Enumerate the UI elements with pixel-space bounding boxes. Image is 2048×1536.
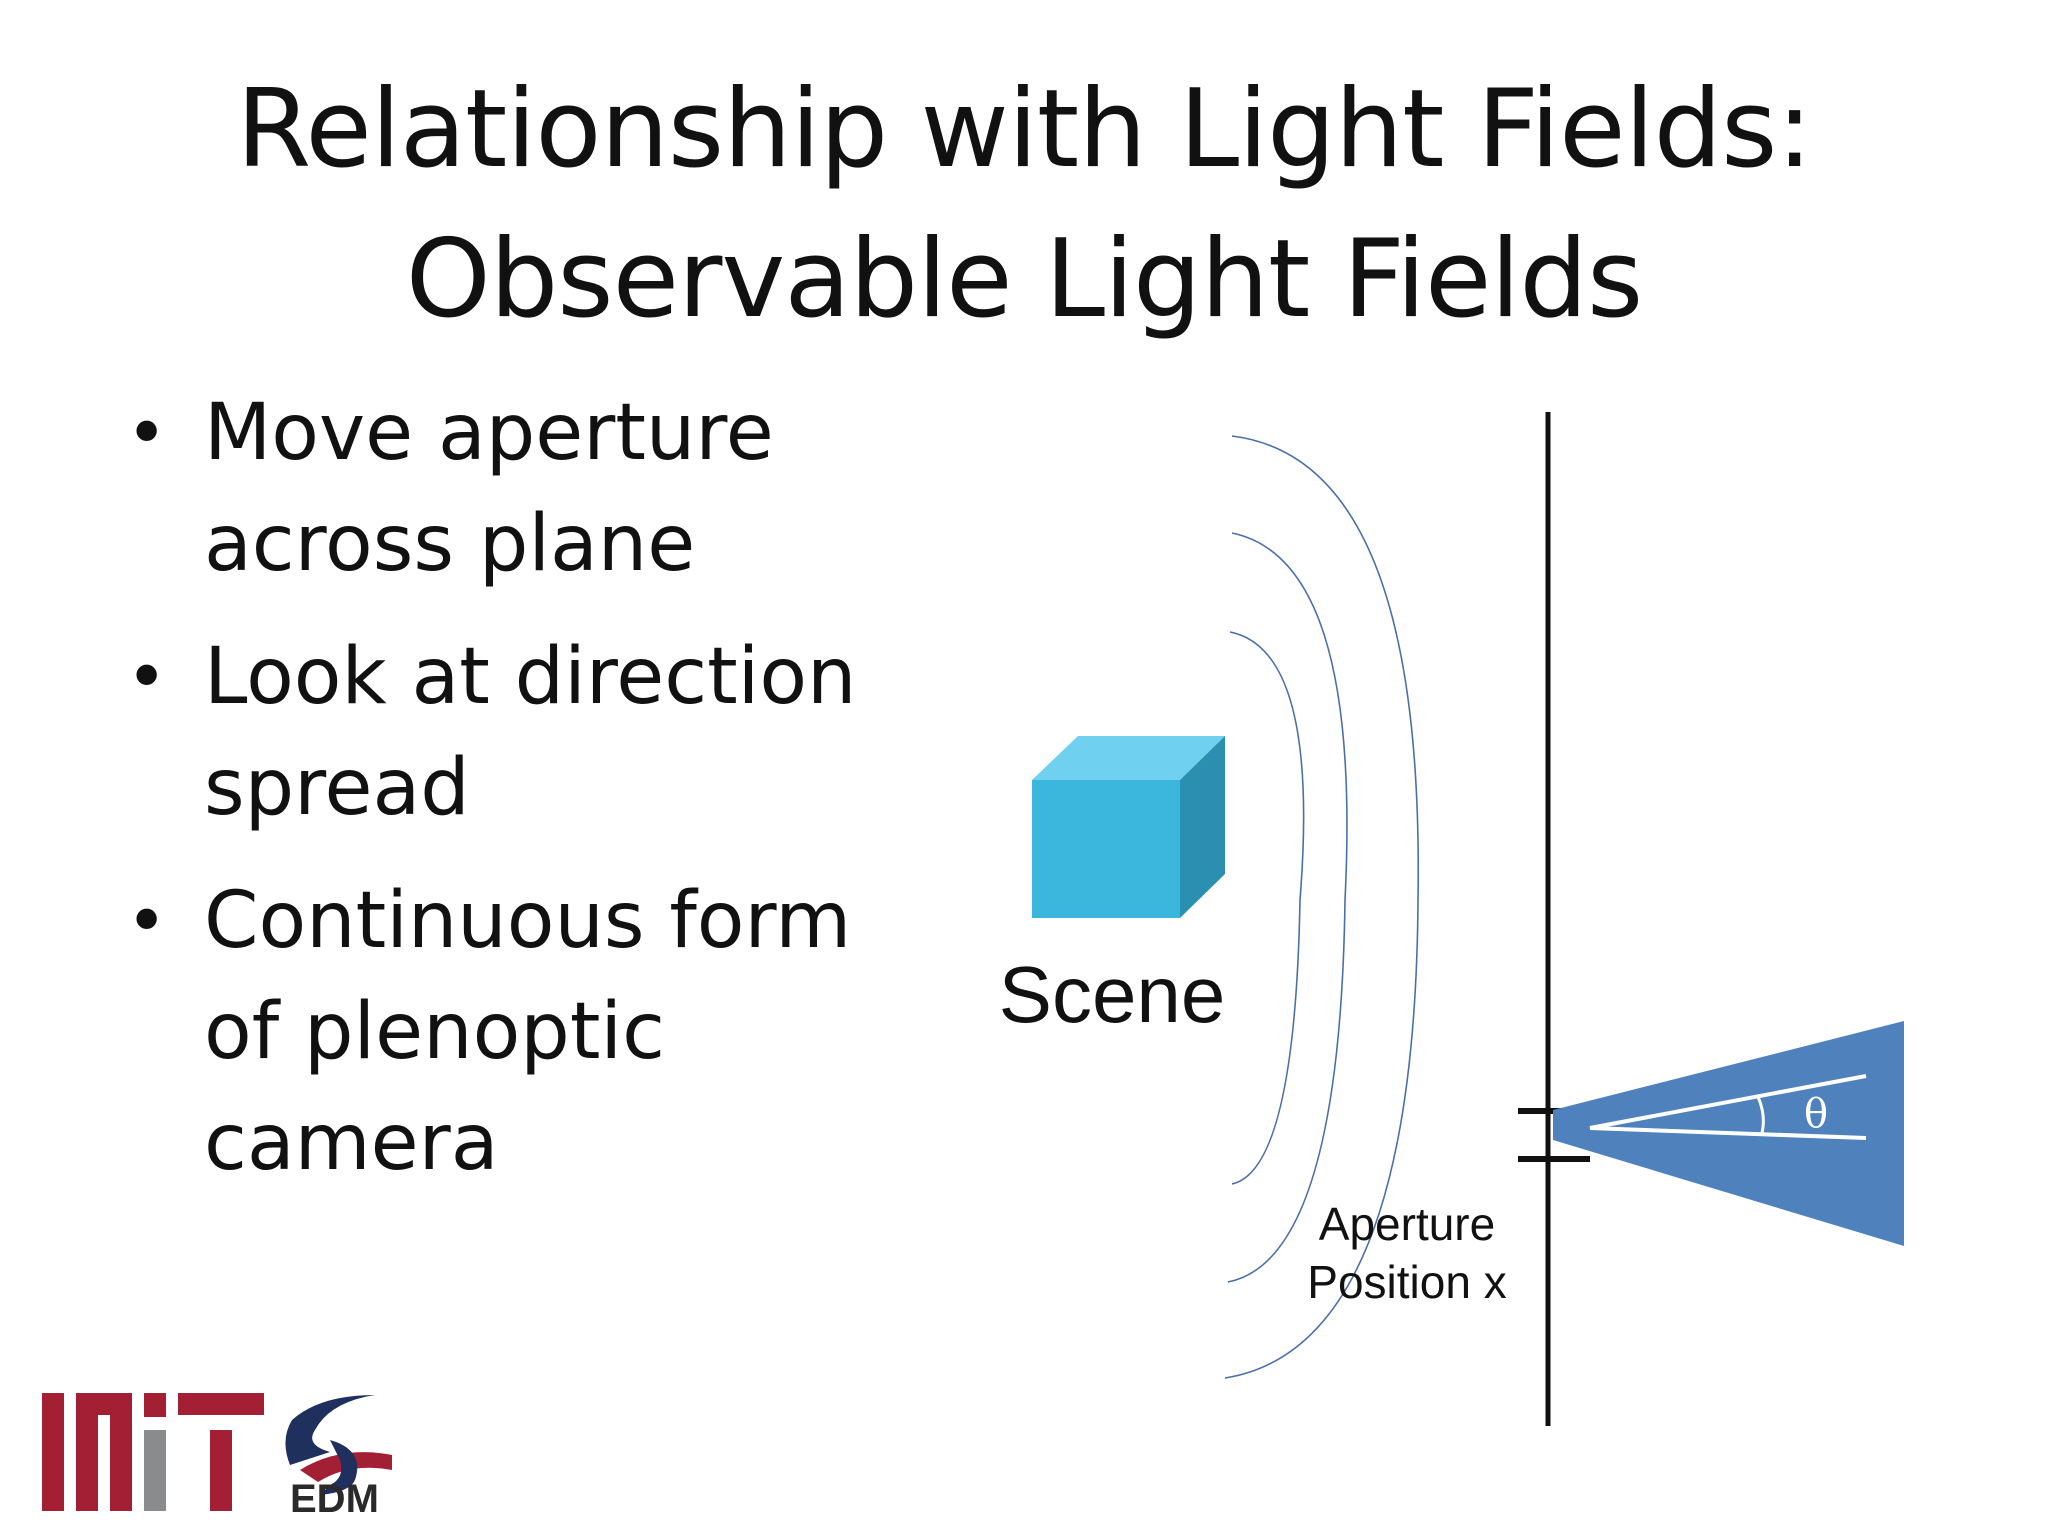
mit-logo [42,1393,264,1511]
scene-cube-icon [1032,736,1225,918]
bullet-icon: • [126,636,168,718]
theta-label: θ [1804,1091,1828,1137]
aperture-label-line1: Aperture [1319,1198,1495,1250]
bullet-item: • Look at direction spread [118,622,878,844]
title-line-2: Observable Light Fields [405,217,1644,342]
bullet-text: Look at direction spread [204,632,857,833]
slide-title: Relationship with Light Fields: Observab… [0,55,2048,355]
wavefront-arc-outer [1224,435,1420,1379]
bullet-item: • Continuous form of plenoptic camera [118,866,878,1199]
wavefront-arc-inner [1229,631,1305,1185]
angle-ray-lower [1589,1126,1867,1140]
wavefronts [1224,435,1420,1379]
edm-logo: EDM [285,1395,392,1521]
angle-arc [1756,1096,1765,1134]
edm-swoosh-navy-icon [285,1395,375,1465]
wavefront-arc-middle [1227,532,1348,1283]
bullet-icon: • [126,392,168,474]
bullet-item: • Move aperture across plane [118,378,878,600]
angle-ray-upper [1589,1074,1867,1130]
bullet-text: Continuous form of plenoptic camera [204,876,852,1188]
aperture-label-line2: Position x [1307,1256,1506,1308]
bullet-text: Move aperture across plane [204,388,774,589]
bullet-icon: • [126,880,168,962]
scene-label: Scene [999,950,1226,1039]
edm-logo-text: EDM [290,1477,379,1521]
edm-swoosh-tail-icon [320,1440,358,1495]
bullet-list: • Move aperture across plane • Look at d… [118,378,878,1221]
title-line-1: Relationship with Light Fields: [236,67,1813,192]
